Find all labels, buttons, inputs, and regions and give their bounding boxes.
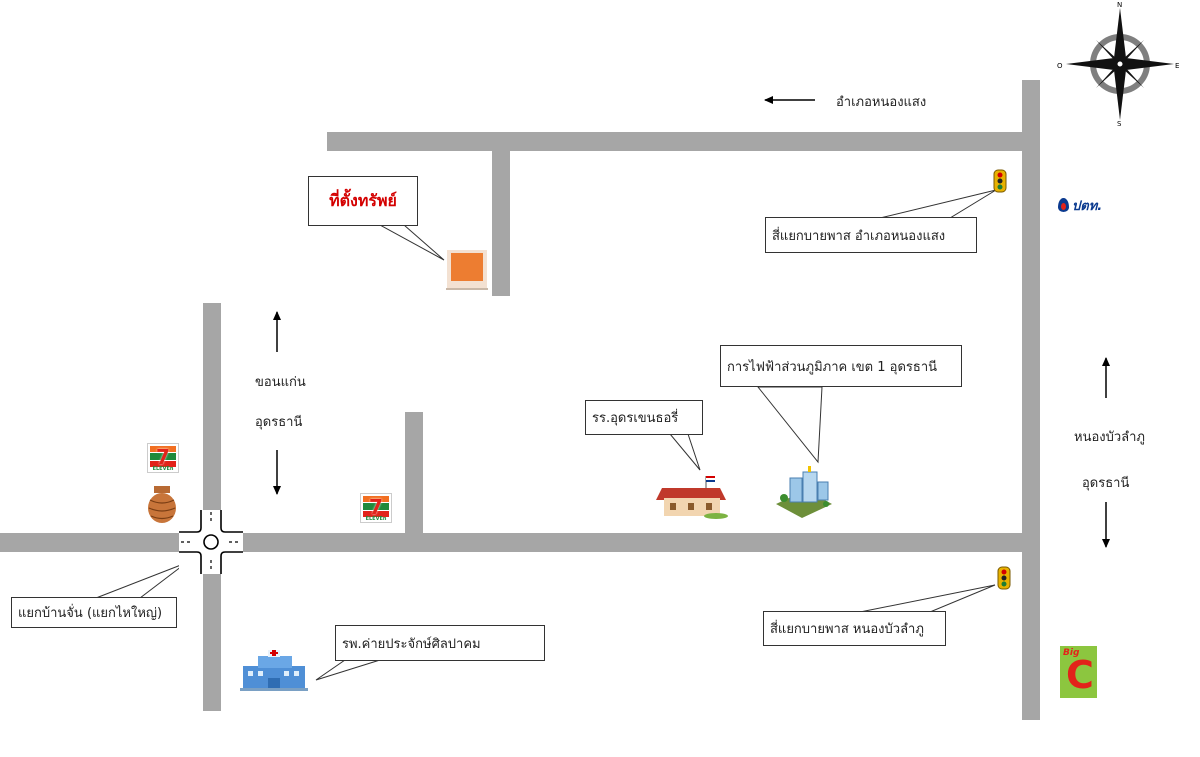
- seven-eleven-logo-icon: 7 ELEVEn: [147, 443, 179, 473]
- road-top-horizontal: [327, 132, 1040, 151]
- callout-bypass-nong-saeng: สี่แยกบายพาส อำเภอหนองแสง: [765, 217, 977, 253]
- road-soi-middle: [405, 412, 423, 534]
- callout-tail-ban-chan: [95, 562, 187, 599]
- callout-property-location: ที่ตั้งทรัพย์: [308, 176, 418, 226]
- traffic-light-icon: [993, 169, 1007, 193]
- roundabout-icon: [179, 510, 243, 574]
- label-udon-right: อุดรธานี: [1082, 476, 1130, 491]
- label-khon-kaen: ขอนแก่น: [255, 375, 306, 390]
- callout-tail-bypass-nong-saeng: [879, 189, 997, 219]
- property-marker-icon: [446, 250, 488, 290]
- label-nong-bua-lamphu: หนองบัวลำภู: [1074, 430, 1145, 445]
- traffic-light-icon: [997, 566, 1011, 590]
- callout-school: รร.อุดรเขนธอรี่: [585, 400, 703, 435]
- road-main-horizontal: [0, 533, 1040, 552]
- callout-bypass-nong-bua: สี่แยกบายพาส หนองบัวลำภู: [763, 611, 946, 646]
- big-c-logo-icon: Big C: [1060, 646, 1097, 698]
- hospital-building-icon: [240, 650, 308, 691]
- callout-tail-hospital: [315, 659, 381, 681]
- seven-eleven-digit: 7: [156, 445, 170, 469]
- callout-tail-bypass-nong-bua: [859, 584, 996, 613]
- label-udon-left: อุดรธานี: [255, 415, 303, 430]
- compass-west: O: [1057, 62, 1063, 70]
- seven-eleven-word: ELEVEn: [152, 466, 174, 472]
- ptt-logo-text: ปตท.: [1072, 198, 1103, 214]
- callout-ban-chan-junction: แยกบ้านจั่น (แยกไหใหญ่): [11, 597, 177, 628]
- callout-tail-school: [668, 433, 701, 471]
- road-right-vertical: [1022, 80, 1040, 720]
- big-c-small-text: Big: [1063, 648, 1080, 658]
- ptt-flame-icon: [1058, 198, 1069, 212]
- seven-eleven-digit: 7: [369, 495, 383, 519]
- compass-rose-icon: [1066, 8, 1174, 120]
- callout-tail-pea: [756, 386, 823, 464]
- callout-pea: การไฟฟ้าส่วนภูมิภาค เขต 1 อุดรธานี: [720, 345, 962, 387]
- ptt-logo-icon: ปตท.: [1058, 195, 1102, 215]
- seven-eleven-logo-icon: 7 ELEVEn: [360, 493, 392, 523]
- big-c-letter: C: [1066, 653, 1094, 697]
- label-nong-saeng-direction: อำเภอหนองแสง: [836, 95, 927, 110]
- compass-south: S: [1117, 120, 1122, 128]
- clay-pot-icon: [148, 486, 176, 523]
- seven-eleven-word: ELEVEn: [365, 516, 387, 522]
- callout-hospital: รพ.ค่ายประจักษ์ศิลปาคม: [335, 625, 545, 661]
- callout-tail-property: [379, 224, 445, 261]
- road-soi-property: [492, 150, 510, 296]
- compass-north: N: [1117, 1, 1122, 9]
- compass-east: E: [1175, 62, 1179, 70]
- pea-office-building-icon: [776, 466, 832, 518]
- school-building-icon: [656, 476, 728, 519]
- road-left-vertical: [203, 303, 221, 711]
